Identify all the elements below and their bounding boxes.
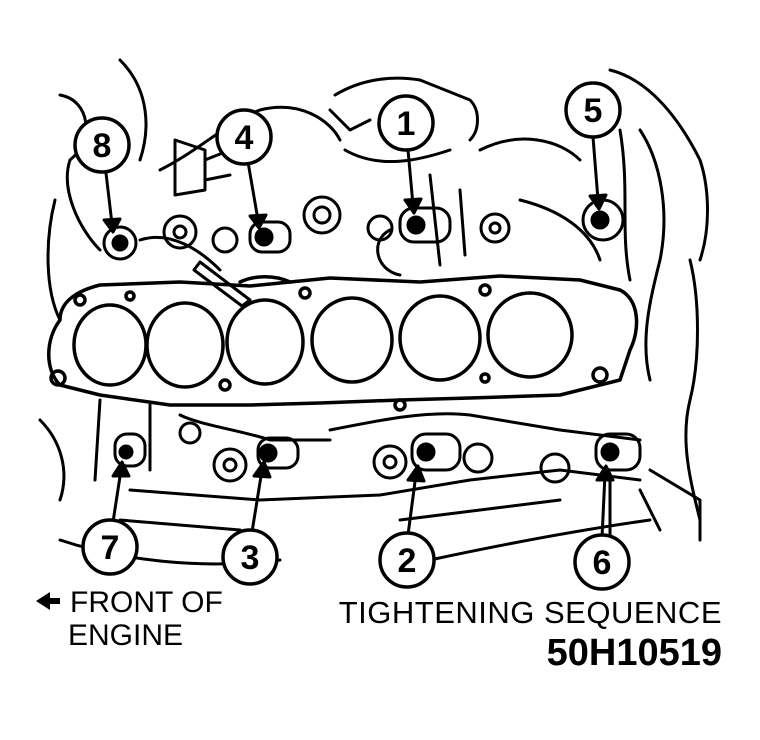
manifold-flange bbox=[47, 274, 639, 412]
callout-6-label: 6 bbox=[593, 544, 612, 582]
bolt-3 bbox=[256, 436, 300, 470]
callout-2-label: 2 bbox=[398, 542, 417, 580]
front-of-engine-label: FRONT OF ENGINE bbox=[36, 586, 223, 652]
bolt-4 bbox=[248, 220, 292, 254]
engine-background-sketch bbox=[38, 58, 709, 522]
left-arrow-icon bbox=[36, 592, 50, 611]
callout-3-label: 3 bbox=[241, 539, 260, 577]
figure-id: 50H10519 bbox=[546, 632, 722, 674]
callout-2: 2 bbox=[378, 531, 436, 589]
bolt-2 bbox=[410, 432, 462, 472]
callout-1-label: 1 bbox=[397, 105, 416, 143]
callout-3: 3 bbox=[221, 528, 279, 586]
left-arrow-tail bbox=[50, 598, 60, 605]
bolt-5 bbox=[581, 198, 625, 242]
callout-5-label: 5 bbox=[584, 92, 603, 130]
front-line-1: FRONT OF bbox=[70, 586, 223, 619]
callout-arrows bbox=[102, 135, 615, 540]
sequence-title: TIGHTENING SEQUENCE bbox=[338, 595, 722, 630]
bolt-7 bbox=[113, 432, 147, 468]
front-line-2: ENGINE bbox=[68, 619, 184, 652]
callout-8-label: 8 bbox=[93, 127, 112, 165]
callout-4-label: 4 bbox=[235, 119, 254, 157]
bolt-6 bbox=[594, 432, 642, 472]
callout-4: 4 bbox=[215, 108, 273, 166]
manifold-bolts bbox=[102, 198, 642, 472]
callout-1: 1 bbox=[377, 94, 435, 152]
bolt-1 bbox=[398, 206, 452, 244]
callout-7-label: 7 bbox=[101, 529, 120, 567]
callout-5: 5 bbox=[564, 81, 622, 139]
bolt-8 bbox=[102, 225, 138, 261]
callout-8: 8 bbox=[73, 116, 131, 174]
callout-7: 7 bbox=[81, 518, 139, 576]
callout-6: 6 bbox=[573, 533, 631, 591]
